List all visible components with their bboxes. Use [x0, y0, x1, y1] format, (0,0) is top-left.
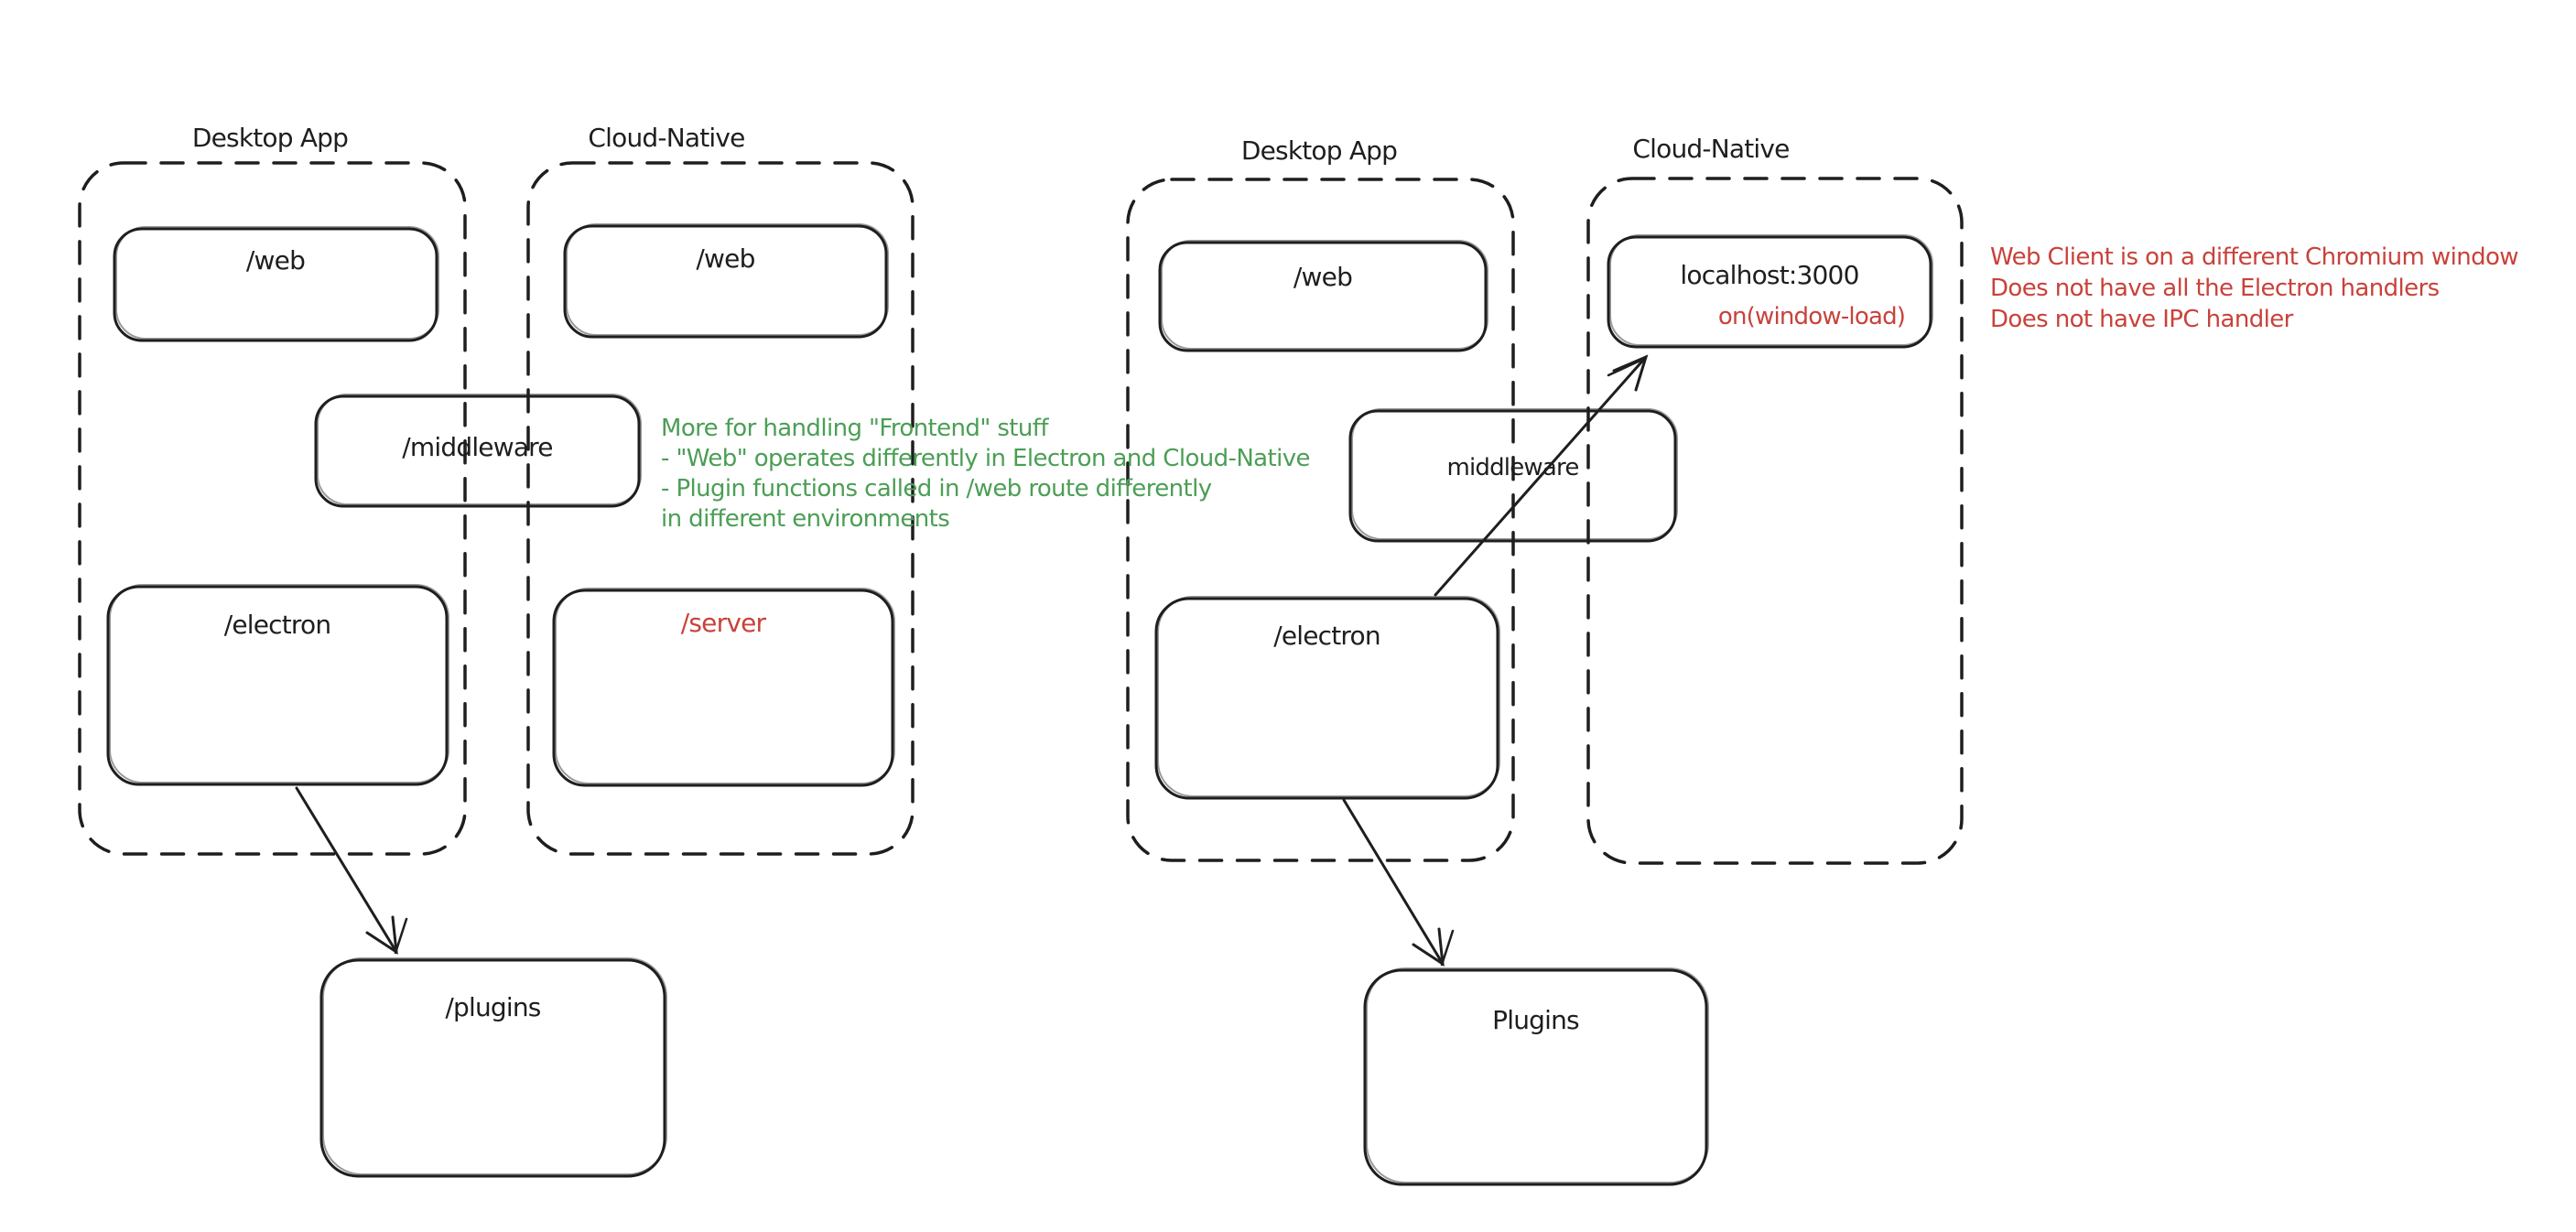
box-electron-left [106, 584, 449, 786]
label-desktop-right: Desktop App [1240, 135, 1398, 166]
container-desktop-right [1126, 178, 1515, 862]
middleware-note-line-4: in different environments [661, 505, 950, 533]
box-server-left [552, 588, 895, 787]
box-electron-right [1154, 596, 1500, 800]
arrow-electron-to-plugins-left [295, 786, 408, 955]
label-web-right: /web [1293, 262, 1353, 292]
box-middleware-left [314, 394, 642, 508]
middleware-note-line-2: - "Web" operates differently in Electron… [661, 445, 1311, 472]
arrow-electron-to-localhost [1434, 354, 1649, 597]
label-plugins-left: /plugins [445, 992, 541, 1022]
container-cloud-right [1586, 177, 1964, 865]
box-plugins-right [1363, 967, 1709, 1186]
label-web-desktop-left: /web [245, 245, 306, 276]
label-electron-right: /electron [1273, 621, 1380, 651]
box-middleware-right [1348, 408, 1678, 543]
box-web-right [1158, 240, 1488, 352]
label-server-left: /server [680, 608, 766, 638]
web-client-note-line-1: Web Client is on a different Chromium wi… [1990, 243, 2519, 271]
label-middleware-left: /middleware [402, 432, 553, 462]
container-desktop-left [78, 161, 467, 856]
label-cloud-right: Cloud-Native [1632, 134, 1790, 164]
box-web-cloud-left [563, 223, 889, 339]
box-localhost-right [1607, 234, 1933, 349]
web-client-note-line-3: Does not have IPC handler [1990, 306, 2293, 333]
web-client-note-line-2: Does not have all the Electron handlers [1990, 275, 2440, 302]
container-cloud-left [526, 161, 915, 856]
label-cloud-left: Cloud-Native [588, 123, 745, 153]
middleware-note-line-1: More for handling "Frontend" stuff [661, 415, 1048, 442]
box-web-desktop-left [113, 226, 439, 342]
arrow-electron-to-plugins-right [1342, 798, 1455, 967]
label-web-cloud-left: /web [696, 243, 755, 274]
label-middleware-right: middleware [1446, 454, 1579, 481]
label-plugins-right: Plugins [1492, 1005, 1580, 1035]
middleware-note-line-3: - Plugin functions called in /web route … [661, 475, 1212, 503]
label-electron-left: /electron [223, 610, 331, 640]
label-localhost: localhost:3000 [1680, 260, 1859, 290]
web-client-note: Web Client is on a different Chromium wi… [1990, 242, 2519, 335]
box-plugins-left [319, 957, 667, 1178]
middleware-note: More for handling "Frontend" stuff - "We… [661, 414, 1311, 535]
label-window-load: on(window-load) [1717, 303, 1906, 330]
label-desktop-left: Desktop App [191, 123, 349, 153]
